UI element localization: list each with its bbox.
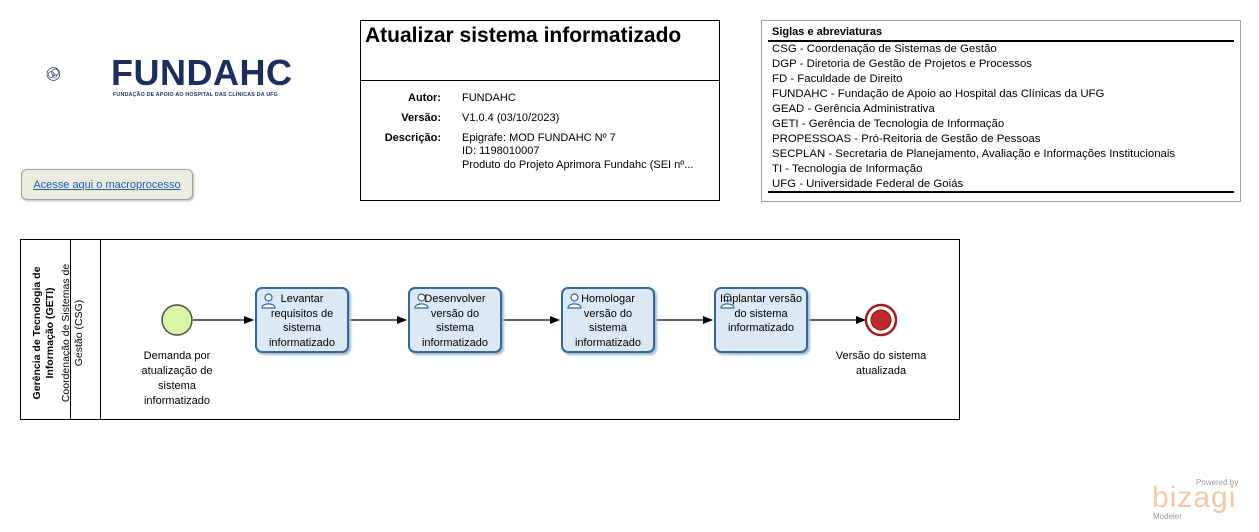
logo-wordmark: FUNDAHC	[111, 52, 293, 93]
acronym-item: FUNDAHC - Fundação de Apoio ao Hospital …	[772, 88, 1105, 100]
acronyms-list: CSG - Coordenação de Sistemas de Gestão …	[772, 42, 1175, 192]
acronyms-divider-top	[768, 40, 1234, 42]
task-label: Homologar versão do sistema informatizad…	[574, 293, 642, 349]
macroprocess-link-label[interactable]: Acesse aqui o macroprocesso	[33, 178, 181, 191]
title-divider	[361, 80, 719, 81]
user-task-icon	[261, 293, 276, 309]
task-implantar-versao[interactable]: Implantar versão do sistema informatizad…	[714, 287, 808, 353]
acronyms-box: Siglas e abreviaturas CSG - Coordenação …	[761, 20, 1241, 202]
task-homologar-versao[interactable]: Homologar versão do sistema informatizad…	[561, 287, 655, 353]
author-value: FUNDAHC	[462, 92, 516, 104]
pool-header-divider	[70, 240, 71, 419]
acronym-item: GEAD - Gerência Administrativa	[772, 103, 935, 115]
description-label: Descrição:	[384, 132, 441, 144]
task-label: Desenvolver versão do sistema informatiz…	[421, 293, 489, 349]
end-event-label: Versão do sistema atualizada	[835, 350, 927, 377]
bizagi-edition: Modeler	[1153, 512, 1182, 521]
version-label: Versão:	[401, 112, 441, 124]
task-levantar-requisitos[interactable]: Levantar requisitos de sistema informati…	[255, 287, 349, 353]
acronym-item: PROPESSOAS - Pró-Reitoria de Gestão de P…	[772, 133, 1041, 145]
process-info-box: Atualizar sistema informatizado Autor: F…	[360, 20, 720, 201]
lane-name: Coordenação de Sistemas de Gestão (CSG)	[60, 263, 85, 403]
acronym-item: FD - Faculdade de Direito	[772, 73, 903, 85]
user-task-icon	[414, 293, 429, 309]
macroprocess-link-button[interactable]: Acesse aqui o macroprocesso	[21, 169, 193, 200]
start-event-label: Demanda por atualização de sistema infor…	[141, 350, 213, 407]
fundahc-logo	[46, 67, 61, 81]
process-title: Atualizar sistema informatizado	[365, 24, 682, 47]
acronym-item: DGP - Diretoria de Gestão de Projetos e …	[772, 58, 1032, 70]
description-line: Produto do Projeto Aprimora Fundahc (SEI…	[462, 159, 694, 171]
user-task-icon	[720, 293, 735, 309]
task-label: Levantar requisitos de sistema informati…	[268, 293, 336, 349]
task-label: Implantar versão do sistema informatizad…	[720, 293, 802, 334]
acronym-item: GETI - Gerência de Tecnologia de Informa…	[772, 118, 1005, 130]
description-line: ID: 1198010007	[462, 145, 540, 157]
author-label: Autor:	[408, 92, 441, 104]
acronym-item: CSG - Coordenação de Sistemas de Gestão	[772, 43, 997, 55]
version-value: V1.0.4 (03/10/2023)	[462, 112, 560, 124]
user-task-icon	[567, 293, 582, 309]
bizagi-logo: bizagi	[1152, 481, 1237, 514]
task-desenvolver-versao[interactable]: Desenvolver versão do sistema informatiz…	[408, 287, 502, 353]
acronym-item: UFG - Universidade Federal de Goiás	[772, 178, 964, 190]
acronym-item: SECPLAN - Secretaria de Planejamento, Av…	[772, 148, 1176, 160]
description-line: Epigrafe: MOD FUNDAHC Nº 7	[462, 132, 616, 144]
lane-header-divider	[100, 240, 101, 419]
acronym-item: TI - Tecnologia de Informação	[772, 163, 923, 175]
powered-by-text: Powered by	[1196, 478, 1239, 487]
acronyms-divider-bottom	[768, 191, 1234, 193]
pool-name: Gerência de Tecnologia de Informação (GE…	[31, 266, 56, 400]
logo-subtitle: FUNDAÇÃO DE APOIO AO HOSPITAL DAS CLÍNIC…	[113, 92, 278, 98]
acronyms-title: Siglas e abreviaturas	[772, 26, 883, 38]
